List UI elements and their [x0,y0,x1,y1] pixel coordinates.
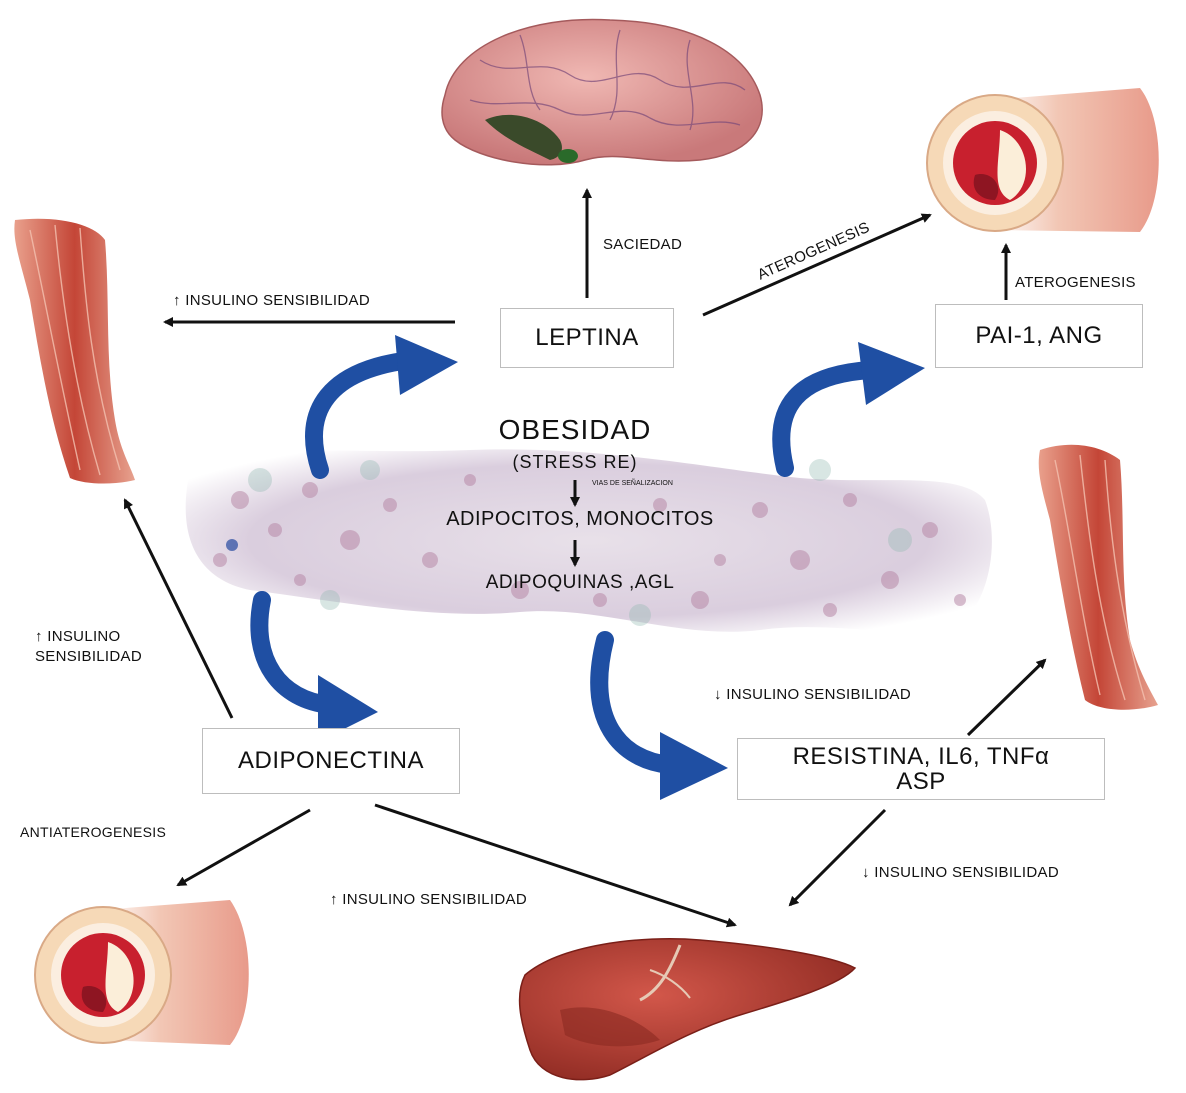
insulino-left-label: ↑ INSULINO SENSIBILIDAD [35,627,142,667]
blue-arrow-top-right [781,342,925,468]
blood-vessel-illustration [927,88,1159,232]
blue-arrow-bottom-left [259,600,378,742]
resistina-label-line1: RESISTINA, IL6, TNFα [793,744,1050,769]
liver-illustration [520,939,855,1080]
insulino-resistina-down-label: ↓ INSULINO SENSIBILIDAD [862,864,1059,881]
center-line-1: ADIPOCITOS, MONOCITOS [400,508,760,531]
adiponectina-box: ADIPONECTINA [202,728,460,794]
leptina-label: LEPTINA [535,325,639,350]
adiponectina-label: ADIPONECTINA [238,748,424,773]
antiaterogenesis-label: ANTIATEROGENESIS [20,824,166,840]
up-arrow-icon: ↑ [173,292,181,309]
arrow-adiponectina-vessel [178,810,310,885]
resistina-box: RESISTINA, IL6, TNFα ASP [737,738,1105,800]
muscle-illustration-2 [1039,445,1158,710]
insulino-bottom-label: ↑ INSULINO SENSIBILIDAD [330,891,527,908]
center-line-2: ADIPOQUINAS ,AGL [440,572,720,594]
pai-ang-box: PAI-1, ANG [935,304,1143,368]
insulino-left-text-2: SENSIBILIDAD [35,647,142,667]
brain-illustration [442,19,762,164]
insulino-top-label: ↑ INSULINO SENSIBILIDAD [173,292,370,309]
aterogenesis-right-label: ATEROGENESIS [1015,274,1136,291]
center-subtitle: (STRESS RE) [470,452,680,473]
blue-arrow-bottom-right [599,640,728,800]
center-tiny-note: VIAS DE SEÑALIZACION [592,480,702,488]
up-arrow-icon: ↑ [330,891,338,908]
arrow-leptina-vessel [703,215,930,315]
arrow-resistina-muscle [968,660,1045,735]
arrow-resistina-liver [790,810,885,905]
center-title: OBESIDAD [470,414,680,446]
insulino-resistina-up-text: INSULINO SENSIBILIDAD [726,686,911,703]
blue-arrow-top-left [314,335,458,470]
leptina-box: LEPTINA [500,308,674,368]
saciedad-label: SACIEDAD [603,236,682,253]
insulino-bottom-text: INSULINO SENSIBILIDAD [342,891,527,908]
pai-ang-label: PAI-1, ANG [975,323,1102,348]
up-arrow-icon: ↑ [35,628,43,645]
blood-vessel-illustration-2 [35,900,249,1045]
insulino-top-text: INSULINO SENSIBILIDAD [185,292,370,309]
adipose-tissue-illustration [186,449,992,631]
insulino-resistina-up-label: ↓ INSULINO SENSIBILIDAD [714,686,911,703]
down-arrow-icon: ↓ [714,686,722,703]
resistina-label-line2: ASP [896,769,946,794]
insulino-left-text-1: INSULINO [47,628,120,645]
insulino-resistina-down-text: INSULINO SENSIBILIDAD [874,864,1059,881]
muscle-illustration [14,219,135,484]
down-arrow-icon: ↓ [862,864,870,881]
